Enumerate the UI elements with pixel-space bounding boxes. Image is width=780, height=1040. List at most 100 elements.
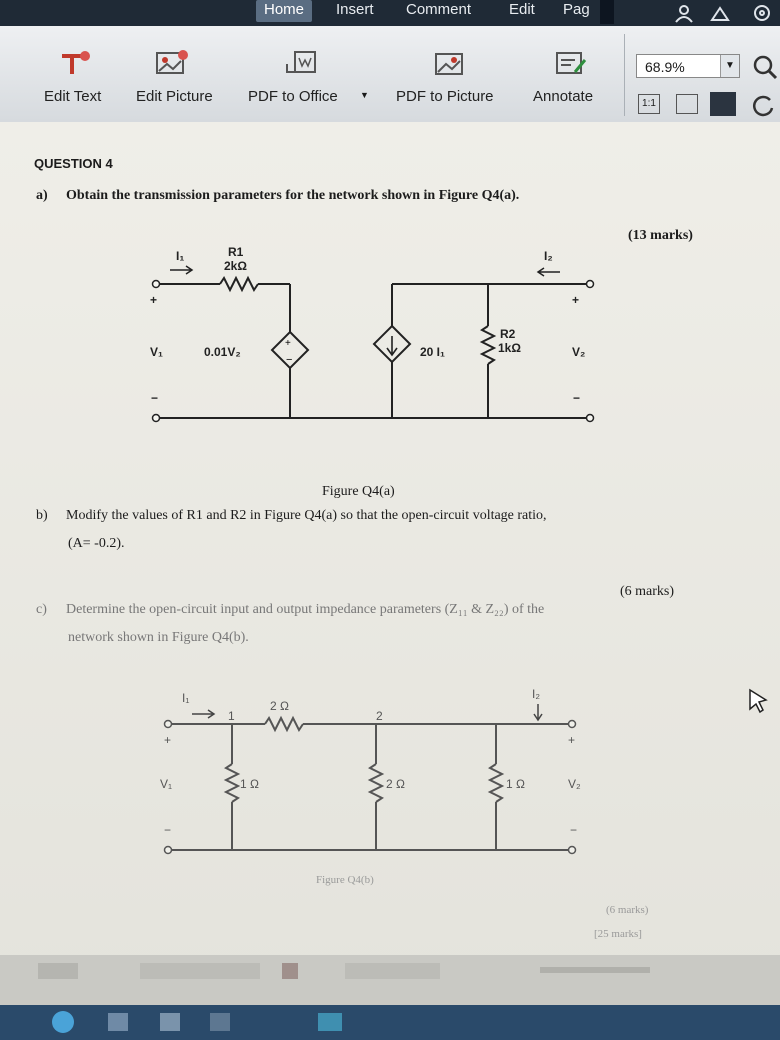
page-navigation[interactable] <box>345 963 440 979</box>
part-b-text-2: (A= -0.2). <box>68 536 125 551</box>
figure-a-caption: Figure Q4(a) <box>322 484 395 499</box>
file-explorer-icon[interactable] <box>108 1013 128 1031</box>
vcvs-minus: − <box>286 354 292 366</box>
circuit-figure-b: I₁ 1 2 2 Ω 1 Ω 2 Ω 1 Ω I₂ + V₁ − + V₂ − <box>160 687 581 855</box>
label-out-minus: − <box>570 823 577 837</box>
annotate-icon <box>556 52 587 74</box>
annotate-button[interactable]: Annotate <box>533 88 594 105</box>
view-mode-icon[interactable] <box>38 963 78 979</box>
label-out-plus: + <box>568 733 575 747</box>
part-c-text-2: network shown in Figure Q4(b). <box>68 630 249 645</box>
i1-arrow-icon <box>192 709 216 719</box>
quick-access-toolbar[interactable] <box>0 0 240 22</box>
part-b-label: b) <box>36 508 48 523</box>
terminal-out-bottom <box>585 413 595 423</box>
label-r-shunt-left: 1 Ω <box>240 777 259 791</box>
user-icon <box>675 5 693 23</box>
mouse-cursor-icon <box>749 688 768 714</box>
label-node-1: 1 <box>228 709 235 723</box>
pdf-to-picture-button[interactable]: PDF to Picture <box>396 88 494 105</box>
label-cccs: 20 I₁ <box>420 345 445 359</box>
terminal-in-bottom <box>151 413 161 423</box>
document-page: QUESTION 4 a) Obtain the transmission pa… <box>0 122 780 1000</box>
zoom-value: 68.9% <box>645 59 685 75</box>
chevron-down-icon[interactable]: ▼ <box>720 55 739 77</box>
total-marks: [25 marks] <box>594 928 642 940</box>
store-icon[interactable] <box>160 1013 180 1031</box>
label-r2: R2 <box>500 327 516 341</box>
tab-scroll-handle <box>600 0 614 24</box>
rotate-icon[interactable] <box>750 92 776 118</box>
record-icon[interactable] <box>282 963 298 979</box>
circuit-figure-a: + − I₁ R1 2kΩ + V₁ − 0.01V₂ 20 I₁ R2 1kΩ… <box>150 245 595 423</box>
zoom-select[interactable]: 68.9% ▼ <box>636 54 740 78</box>
i2-arrow-icon <box>536 267 560 277</box>
part-c-label: c) <box>36 602 47 617</box>
label-i2: I₂ <box>544 249 553 263</box>
resistor-series <box>264 715 304 733</box>
pdf-app-icon[interactable] <box>318 1013 342 1031</box>
label-i2: I₂ <box>532 687 540 701</box>
label-v1: V₁ <box>160 777 172 791</box>
edit-text-button[interactable]: Edit Text <box>44 88 102 105</box>
zoom-in-icon[interactable] <box>752 54 778 80</box>
label-out-plus: + <box>572 293 579 307</box>
cccs-arrow-icon <box>386 336 398 357</box>
part-a-label: a) <box>36 188 48 203</box>
zoom-slider[interactable] <box>540 967 650 973</box>
tab-edit[interactable]: Edit <box>509 1 535 18</box>
toolbar-divider <box>624 34 625 116</box>
browser-icon[interactable] <box>52 1011 74 1033</box>
terminal-in-top <box>151 279 161 289</box>
part-c-marks: (6 marks) <box>606 904 649 916</box>
label-in-minus: − <box>164 823 171 837</box>
label-v2: V₂ <box>572 345 585 359</box>
pdf-to-office-dropdown-icon[interactable]: ▼ <box>360 90 369 100</box>
cccs-diamond <box>372 324 412 364</box>
tab-comment[interactable]: Comment <box>406 1 472 18</box>
part-c-text-1: Determine the open-circuit input and out… <box>66 602 545 617</box>
resistor-r2 <box>479 325 497 365</box>
page-layout-buttons[interactable] <box>140 963 260 979</box>
edit-text-icon <box>62 51 90 74</box>
resistor-r1 <box>219 275 259 293</box>
pdf-to-picture-icon <box>435 53 463 75</box>
tab-page[interactable]: Pag <box>563 1 590 18</box>
resistor-shunt-mid <box>367 763 385 803</box>
label-in-plus: + <box>150 293 157 307</box>
fit-page-button[interactable] <box>676 94 698 114</box>
part-b-marks: (6 marks) <box>620 584 675 599</box>
label-r-series: 2 Ω <box>270 699 289 713</box>
terminal-out-top <box>585 279 595 289</box>
resistor-shunt-left <box>223 763 241 803</box>
fit-width-button[interactable] <box>710 92 736 116</box>
window-controls <box>675 5 770 23</box>
resistor-shunt-right <box>487 763 505 803</box>
terminal-in-bottom <box>163 845 173 855</box>
actual-size-button[interactable]: 1:1 <box>638 94 660 114</box>
terminal-in-top <box>163 719 173 729</box>
part-a-marks: (13 marks) <box>628 228 693 243</box>
edit-picture-button[interactable]: Edit Picture <box>136 88 213 105</box>
app-icon[interactable] <box>210 1013 230 1031</box>
settings-icon <box>754 5 770 21</box>
label-vcvs: 0.01V₂ <box>204 345 241 359</box>
label-i1: I₁ <box>182 691 189 705</box>
i1-arrow-icon <box>170 265 194 275</box>
figure-b-caption: Figure Q4(b) <box>316 874 374 886</box>
label-r-shunt-right: 1 Ω <box>506 777 525 791</box>
part-a-text: Obtain the transmission parameters for t… <box>66 188 520 203</box>
label-in-minus: − <box>151 391 158 405</box>
label-node-2: 2 <box>376 709 383 723</box>
label-r1-value: 2kΩ <box>224 259 247 273</box>
terminal-out-bottom <box>567 845 577 855</box>
os-taskbar <box>0 1005 780 1040</box>
menu-bar: Home Insert Comment Edit Pag <box>0 0 780 26</box>
i2-arrow-icon <box>533 704 543 722</box>
pdf-to-office-button[interactable]: PDF to Office <box>248 88 338 105</box>
pdf-to-office-icon <box>286 51 316 73</box>
tab-insert[interactable]: Insert <box>336 1 374 18</box>
label-in-plus: + <box>164 733 171 747</box>
tab-home[interactable]: Home <box>256 0 313 22</box>
share-icon <box>710 6 730 21</box>
